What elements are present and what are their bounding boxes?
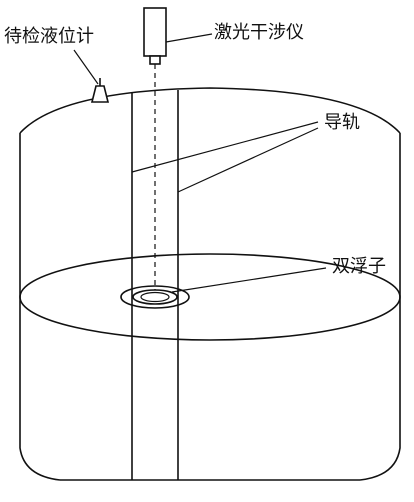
tank-top-rim (19, 87, 401, 134)
tank-left-wall (19, 133, 61, 481)
leader-float (171, 267, 327, 293)
liquid-surface (19, 253, 401, 341)
label-laser-interferometer: 激光干涉仪 (214, 22, 304, 43)
tank-right-wall (359, 133, 401, 481)
tank (19, 87, 401, 481)
label-guide-rail: 导轨 (324, 112, 360, 133)
label-double-float: 双浮子 (332, 256, 386, 277)
label-gauge-under-test: 待检液位计 (4, 26, 94, 47)
leader-gauge (73, 49, 99, 85)
gauge-nozzle (90, 78, 110, 103)
leader-laser (165, 33, 213, 43)
leader-rail-2 (177, 127, 319, 193)
laser-interferometer (143, 7, 167, 65)
double-float (120, 285, 190, 309)
leader-rail-1 (131, 121, 319, 173)
